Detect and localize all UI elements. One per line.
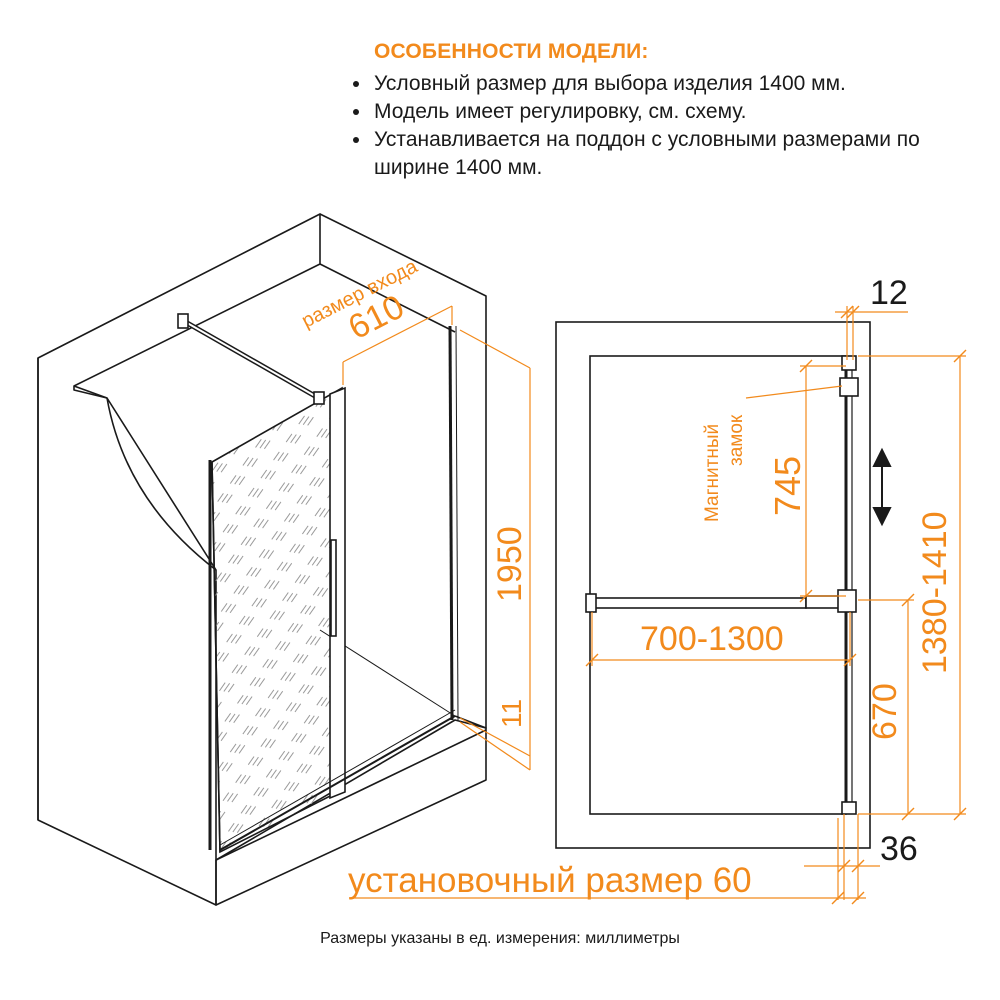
height-value: 1950 bbox=[491, 526, 529, 602]
plan-view bbox=[555, 321, 871, 849]
left-wall bbox=[37, 213, 321, 906]
total-range-value: 1380-1410 bbox=[916, 511, 954, 674]
feature-item-tray: Устанавливается на поддон с условными ра… bbox=[372, 126, 980, 182]
door-handle bbox=[330, 539, 337, 637]
install-size-label: установочный размер 60 bbox=[348, 861, 752, 900]
adjust-bar bbox=[593, 597, 807, 609]
door-glass bbox=[329, 386, 346, 800]
shower-tray bbox=[215, 719, 487, 906]
bar-range-value: 700-1300 bbox=[640, 620, 784, 658]
magnetic-lock-fitting bbox=[839, 377, 859, 397]
isometric-view bbox=[37, 213, 487, 906]
top-gap-value: 12 bbox=[870, 274, 908, 312]
iso-dimensions bbox=[342, 305, 531, 771]
plan-outer bbox=[555, 321, 871, 849]
magnetic-lock-label-line1: Магнитный bbox=[702, 424, 723, 522]
footnote: Размеры указаны в ед. измерения: миллиме… bbox=[320, 930, 680, 947]
glass-panels bbox=[177, 313, 459, 854]
features-title: ОСОБЕННОСТИ МОДЕЛИ: bbox=[374, 40, 649, 63]
dimension-ticks bbox=[585, 305, 967, 905]
back-wall bbox=[319, 213, 487, 729]
left-wall-curve bbox=[106, 397, 217, 571]
fixed-glass bbox=[211, 386, 343, 854]
threshold-value: 11 bbox=[496, 699, 527, 728]
features-list: Условный размер для выбора изделия 1400 … bbox=[340, 70, 980, 182]
adjust-arrow-icon bbox=[872, 447, 892, 527]
bottom-gap-value: 36 bbox=[880, 830, 918, 868]
lock-height-value: 745 bbox=[767, 456, 808, 516]
lower-height-value: 670 bbox=[866, 683, 904, 740]
features-block: ОСОБЕННОСТИ МОДЕЛИ: Условный размер для … bbox=[340, 40, 980, 182]
magnetic-lock-label-line2: замок bbox=[726, 414, 747, 466]
feature-item-adjust: Модель имеет регулировку, см. схему. bbox=[372, 98, 980, 126]
feature-item-size: Условный размер для выбора изделия 1400 … bbox=[372, 70, 980, 98]
plan-dimensions bbox=[350, 306, 966, 900]
